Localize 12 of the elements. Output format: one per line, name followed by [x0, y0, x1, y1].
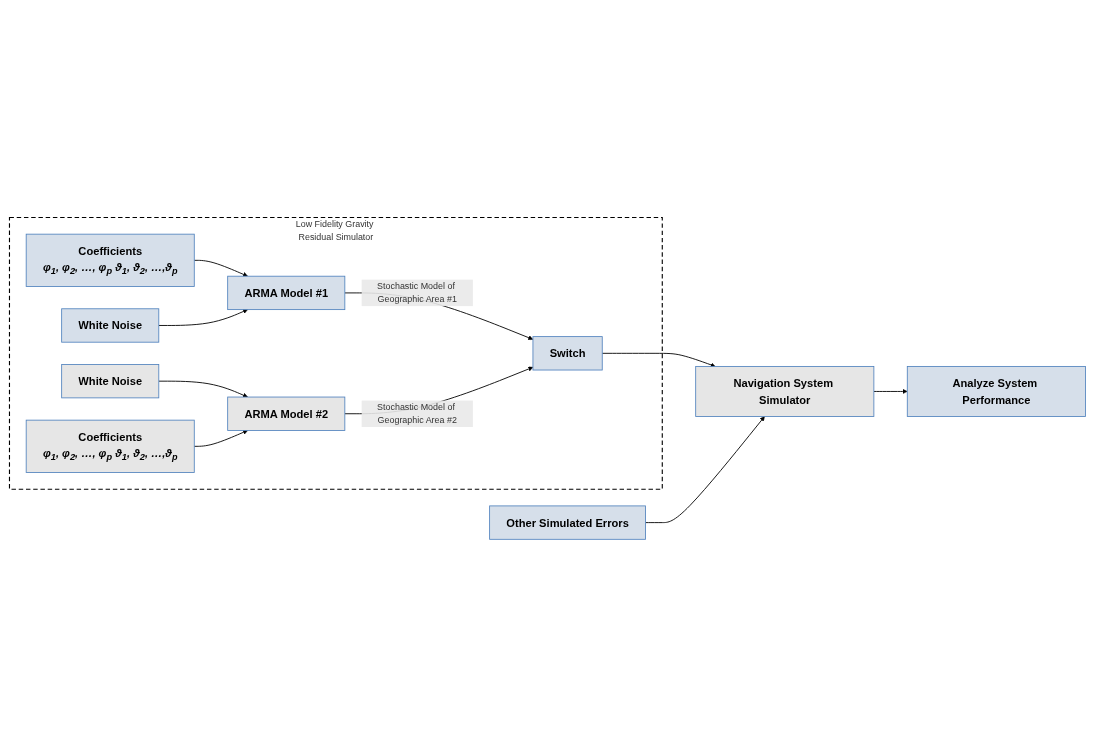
node-box: Other Simulated Errors [489, 505, 646, 540]
edge-label: Stochastic Model of Geographic Area #2 [377, 401, 457, 425]
node-box: Coefficients φ$_{1}$, φ$_{2}$, …, φ$_{p}$ ϑ$_{1}$, ϑ$_{2}$, …,ϑ$_{p}$ [25, 233, 195, 287]
node-box: ARMA Model #1 [227, 275, 346, 310]
node-box: White Noise [61, 307, 160, 343]
node-box: Coefficients φ$_{1}$, φ$_{2}$, …, φ$_{p}$ ϑ$_{1}$, ϑ$_{2}$, …,ϑ$_{p}$ [25, 419, 195, 473]
node-box: Navigation System Simulator [695, 365, 875, 417]
node-box: ARMA Model #2 [227, 396, 346, 431]
node-box: White Noise [61, 363, 160, 398]
node-box: Analyze System Performance [906, 365, 1086, 417]
node-box: Switch [532, 335, 603, 371]
edge-label: Stochastic Model of Geographic Area #1 [377, 280, 457, 304]
